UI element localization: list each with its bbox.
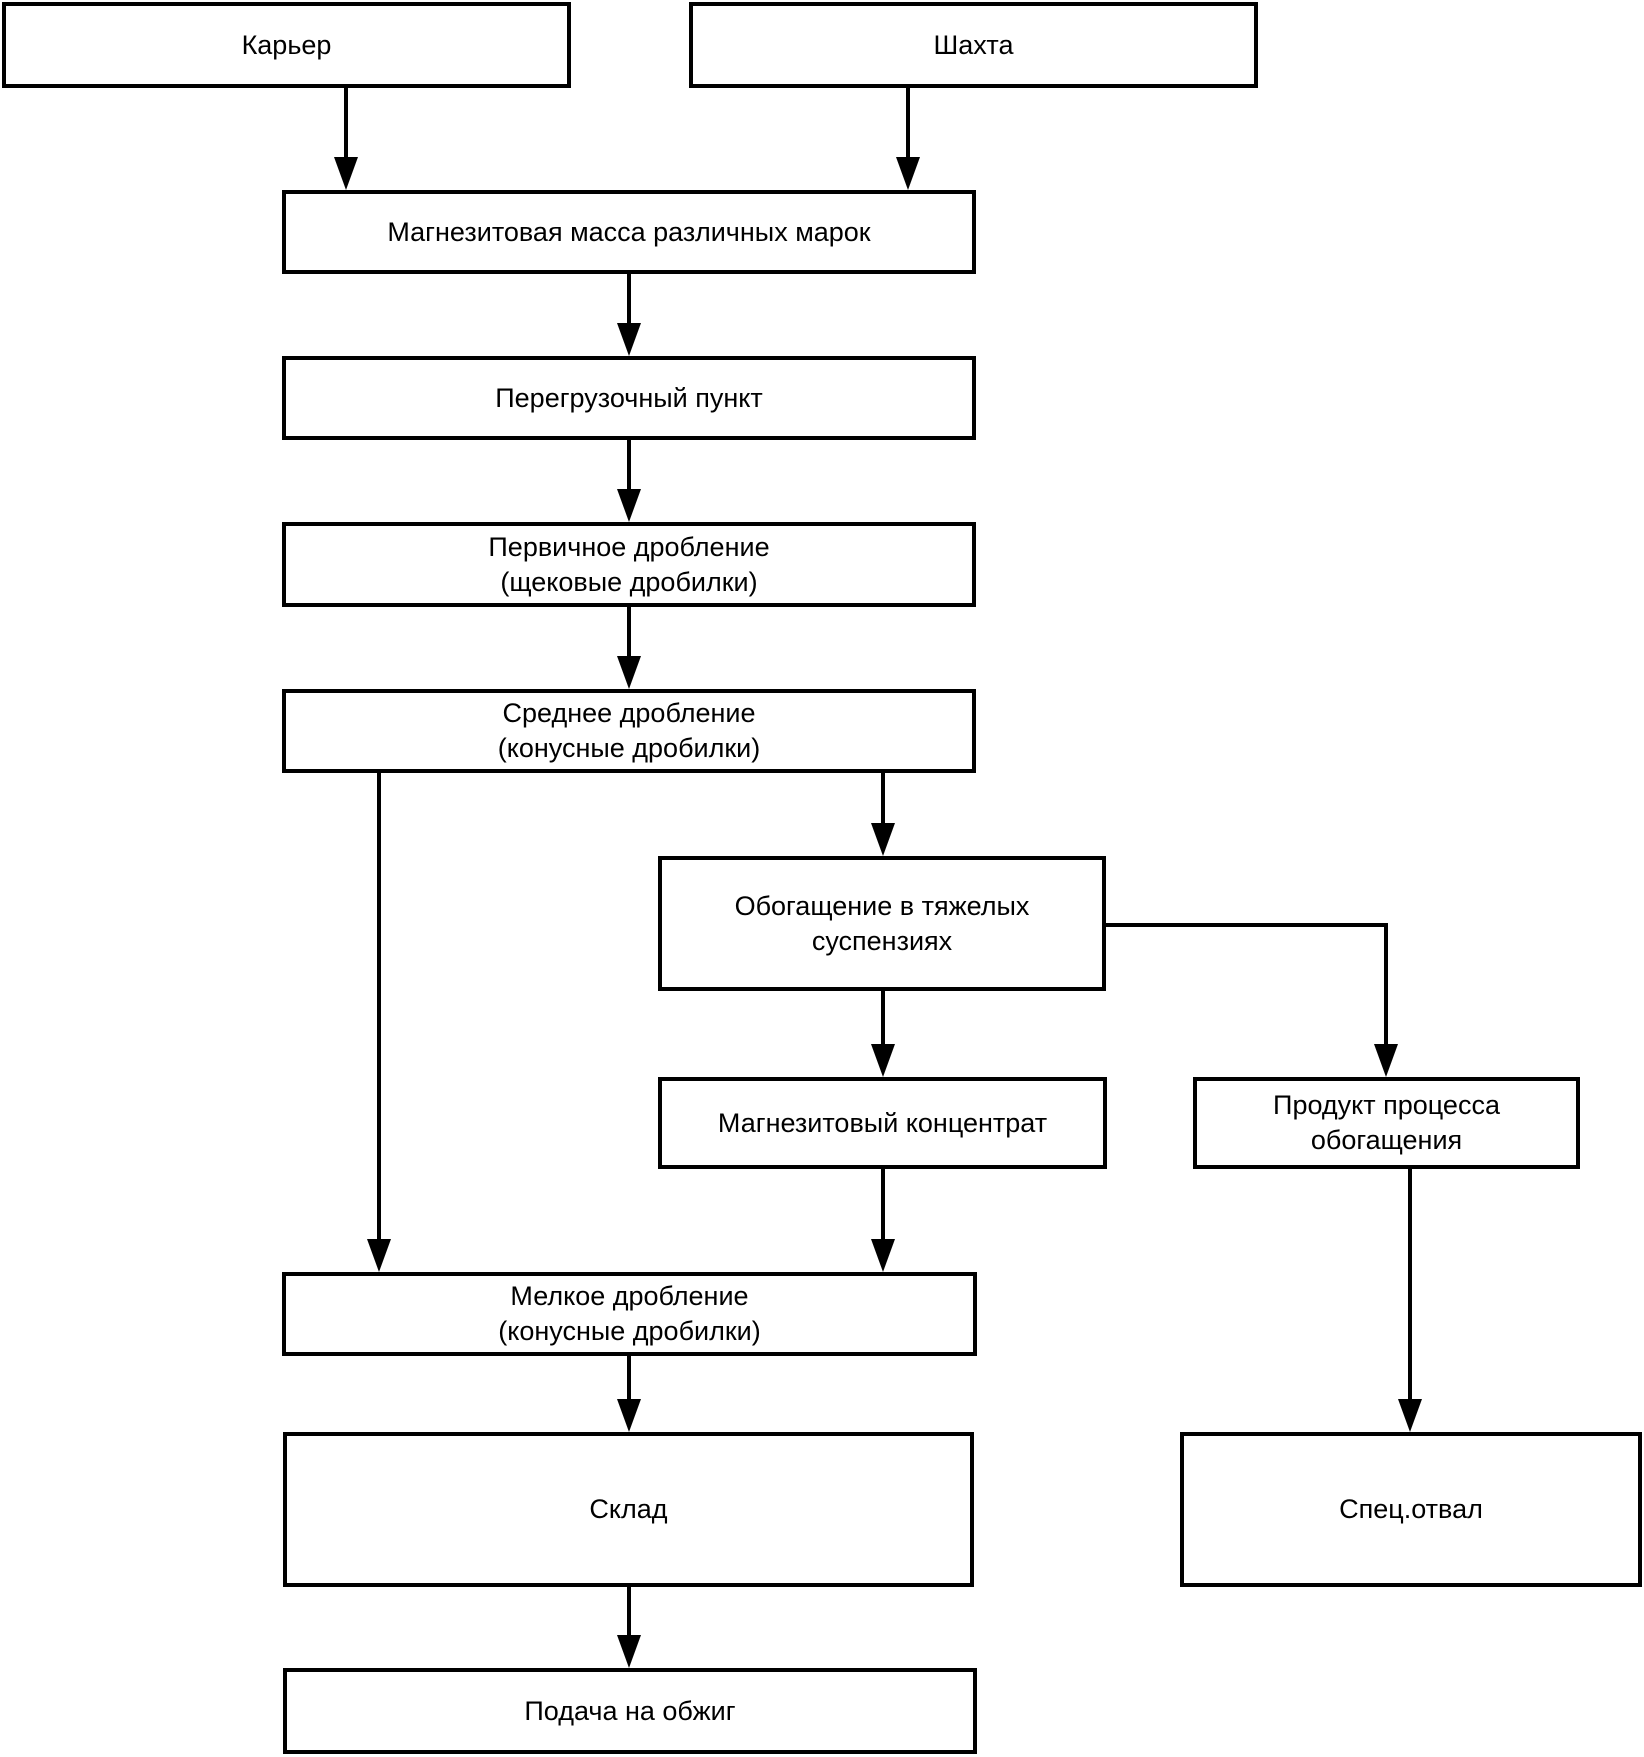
- node-heavy-media-separation-line-1: Обогащение в тяжелых: [734, 890, 1030, 921]
- arrowhead: [617, 1399, 641, 1432]
- node-enrichment-product-line-2: обогащения: [1310, 1125, 1463, 1155]
- arrowhead: [871, 1044, 895, 1077]
- node-fine-crushing-line-2: (конусные дробилки): [498, 1316, 761, 1346]
- node-primary-crushing: Первичное дробление (щековые дробилки): [282, 522, 976, 607]
- node-mine: Шахта: [689, 2, 1258, 88]
- node-magnesite-mass-label: Магнезитовая масса различных марок: [387, 216, 871, 247]
- node-magnesite-concentrate-label: Магнезитовый концентрат: [717, 1107, 1048, 1138]
- node-warehouse: Склад: [283, 1432, 974, 1587]
- node-heavy-media-separation-line-2: суспензиях: [811, 925, 953, 956]
- arrowhead: [896, 157, 920, 190]
- node-special-dump: Спец.отвал: [1180, 1432, 1642, 1587]
- arrowhead: [1398, 1399, 1422, 1432]
- node-enrichment-product-line-1: Продукт процесса: [1273, 1090, 1500, 1120]
- node-magnesite-mass: Магнезитовая масса различных марок: [282, 190, 976, 274]
- arrowhead: [617, 656, 641, 689]
- node-magnesite-concentrate: Магнезитовый концентрат: [658, 1077, 1107, 1169]
- node-transfer-point-label: Перегрузочный пункт: [495, 382, 763, 413]
- arrowhead: [1374, 1044, 1398, 1077]
- node-feed-to-firing: Подача на обжиг: [283, 1668, 977, 1754]
- arrowhead: [617, 489, 641, 522]
- node-transfer-point: Перегрузочный пункт: [282, 356, 976, 440]
- node-medium-crushing: Среднее дробление (конусные дробилки): [282, 689, 976, 773]
- node-medium-crushing-line-1: Среднее дробление: [502, 698, 756, 728]
- node-fine-crushing: Мелкое дробление (конусные дробилки): [282, 1272, 977, 1356]
- arrowhead: [367, 1239, 391, 1272]
- node-enrichment-product: Продукт процесса обогащения: [1193, 1077, 1580, 1169]
- node-primary-crushing-line-1: Первичное дробление: [488, 531, 770, 562]
- arrowhead: [617, 323, 641, 356]
- arrowhead: [871, 823, 895, 856]
- node-heavy-media-separation: Обогащение в тяжелых суспензиях: [658, 856, 1106, 991]
- node-quarry-label: Карьер: [241, 29, 332, 60]
- node-special-dump-label: Спец.отвал: [1339, 1494, 1483, 1524]
- node-warehouse-label: Склад: [589, 1494, 668, 1524]
- edge-heavy-product: [1106, 923, 1388, 1047]
- node-primary-crushing-line-2: (щековые дробилки): [500, 566, 758, 597]
- node-quarry: Карьер: [2, 2, 571, 88]
- node-fine-crushing-line-1: Мелкое дробление: [510, 1281, 749, 1311]
- arrowhead: [334, 157, 358, 190]
- arrowhead: [871, 1239, 895, 1272]
- arrowhead: [617, 1635, 641, 1668]
- node-medium-crushing-line-2: (конусные дробилки): [497, 733, 761, 763]
- node-feed-to-firing-label: Подача на обжиг: [524, 1695, 736, 1726]
- node-mine-label: Шахта: [933, 29, 1014, 60]
